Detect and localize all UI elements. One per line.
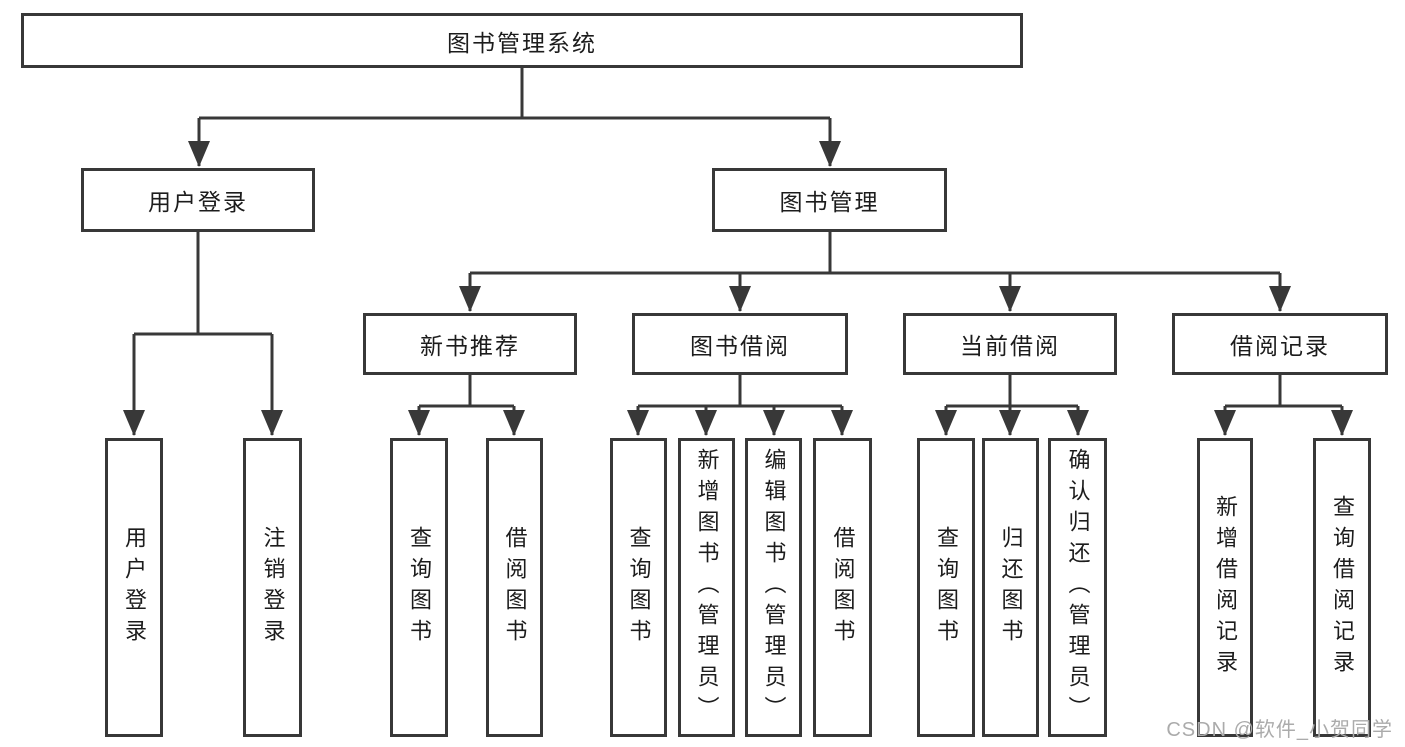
node-book-borrow: 图书借阅 — [632, 313, 848, 375]
connector-new-book — [419, 375, 514, 408]
connector-borrow-records — [1225, 375, 1342, 408]
node-borrow-records: 借阅记录 — [1172, 313, 1388, 375]
leaf-confirm-return-admin: 确认归还（管理员） — [1048, 438, 1107, 737]
leaf-add-borrow-record: 新增借阅记录 — [1197, 438, 1253, 737]
node-root: 图书管理系统 — [21, 13, 1023, 68]
node-new-book-recommend: 新书推荐 — [363, 313, 577, 375]
connector-root-stem — [199, 68, 830, 120]
connector-user-login — [134, 232, 272, 336]
node-current-borrow: 当前借阅 — [903, 313, 1117, 375]
connector-current-borrow — [946, 375, 1078, 408]
leaf-logout: 注销登录 — [243, 438, 302, 737]
leaf-query-borrow-record: 查询借阅记录 — [1313, 438, 1371, 737]
leaf-user-login: 用户登录 — [105, 438, 163, 737]
leaf-query-books-recommend: 查询图书 — [390, 438, 448, 737]
leaf-return-books: 归还图书 — [982, 438, 1039, 737]
csdn-watermark: CSDN @软件_小贺同学 — [1166, 719, 1393, 741]
leaf-add-books-admin: 新增图书（管理员） — [678, 438, 735, 737]
leaf-borrow-books: 借阅图书 — [813, 438, 872, 737]
node-book-management: 图书管理 — [712, 168, 947, 232]
leaf-query-books-current: 查询图书 — [917, 438, 975, 737]
leaf-query-books-borrow: 查询图书 — [610, 438, 667, 737]
leaf-borrow-books-recommend: 借阅图书 — [486, 438, 543, 737]
leaf-edit-books-admin: 编辑图书（管理员） — [745, 438, 802, 737]
node-user-login: 用户登录 — [81, 168, 315, 232]
connector-book-management — [470, 232, 1280, 275]
connector-book-borrow — [638, 375, 842, 408]
